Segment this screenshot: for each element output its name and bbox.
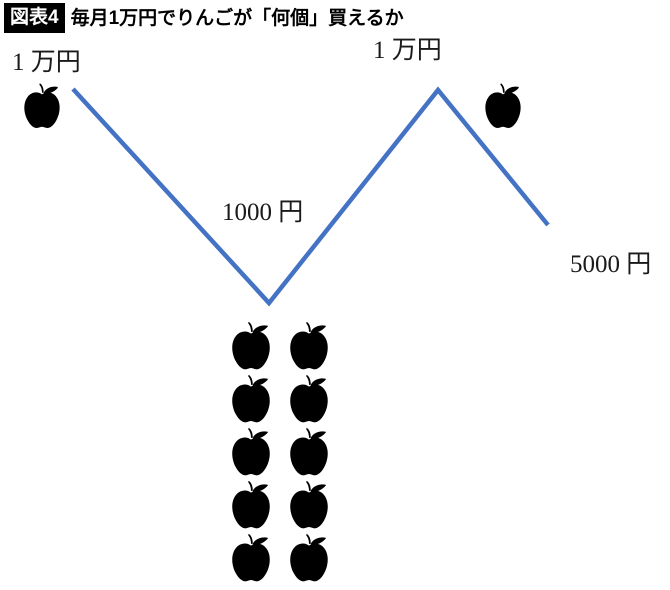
figure-title-row: 図表4 毎月1万円でりんごが「何個」買えるか	[4, 3, 404, 33]
apple-icon	[286, 534, 332, 584]
apple-icon	[286, 428, 332, 478]
apple-icon	[482, 83, 524, 131]
apple-icon	[228, 322, 274, 372]
label-price-right-top: 1 万円	[373, 37, 442, 64]
apple-icon	[228, 375, 274, 425]
label-price-bottom-right: 5000 円	[570, 251, 652, 278]
apple-icon	[228, 534, 274, 584]
apple-icon	[228, 481, 274, 531]
apple-icon	[286, 322, 332, 372]
apple-icon	[228, 428, 274, 478]
label-price-left-top: 1 万円	[12, 49, 81, 76]
price-line-path	[71, 86, 550, 307]
page-title: 毎月1万円でりんごが「何個」買えるか	[70, 7, 404, 29]
apple-icon	[286, 375, 332, 425]
apple-icon	[21, 83, 63, 131]
label-price-middle: 1000 円	[222, 199, 304, 226]
figure-number-badge: 図表4	[4, 3, 65, 33]
apple-icon	[286, 481, 332, 531]
apple-count-grid	[222, 322, 338, 587]
